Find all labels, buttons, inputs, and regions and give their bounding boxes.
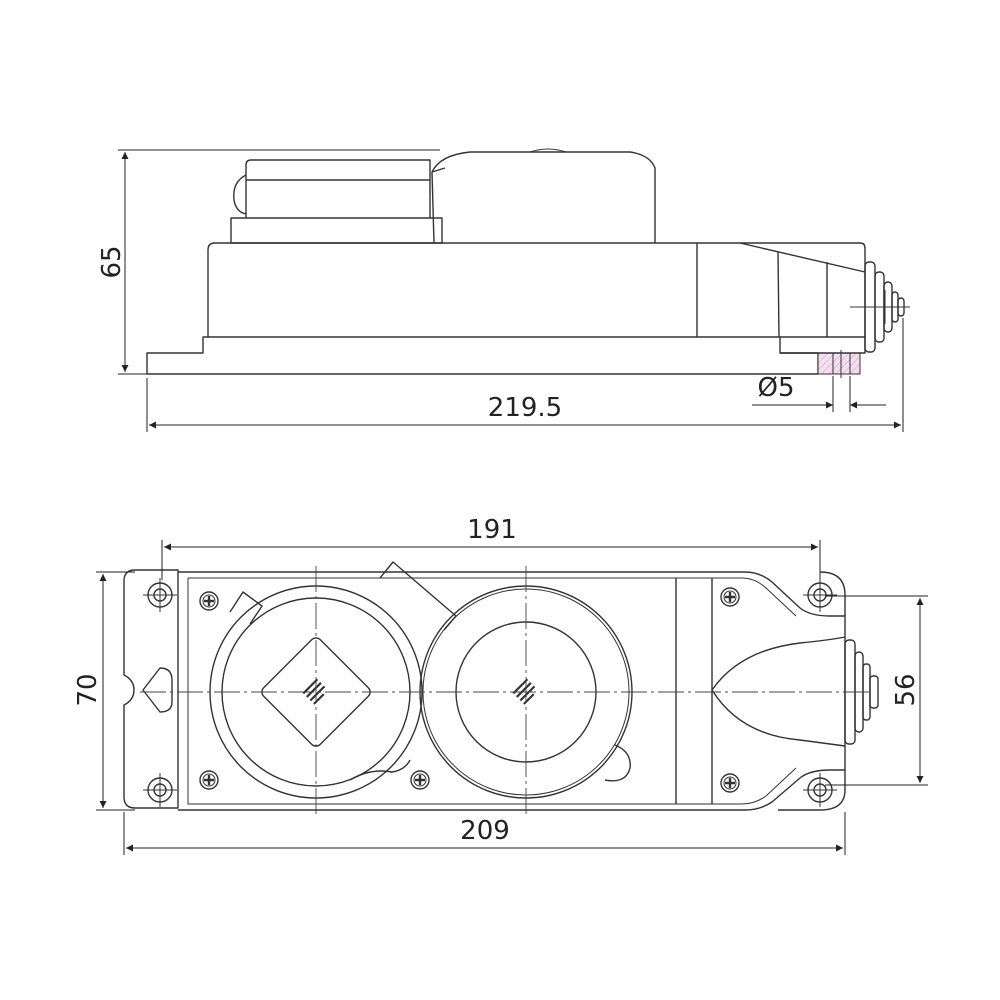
length-label: 219.5 — [488, 393, 562, 423]
left-socket-base — [230, 217, 443, 244]
right-plate-edge — [778, 571, 846, 811]
vertical-hole-spacing-label: 56 — [891, 673, 921, 706]
left-ear-notch — [142, 667, 173, 713]
brand-logo — [302, 678, 326, 705]
mounting-hole — [802, 577, 838, 613]
length-label-top: 209 — [460, 816, 510, 846]
cable-gland-side — [850, 261, 910, 353]
height-label: 65 — [97, 245, 127, 278]
top-view: 191 70 209 56 — [73, 515, 928, 855]
right-socket — [379, 561, 633, 799]
cable-entry-cone — [711, 636, 846, 747]
base-plate — [146, 336, 819, 375]
screw-icon — [719, 772, 741, 794]
mounting-hole — [802, 772, 838, 808]
hole-spacing-label: 191 — [467, 515, 517, 545]
left-socket-lid — [245, 159, 431, 218]
hatched-boss — [817, 352, 861, 375]
mounting-plate — [123, 569, 179, 809]
hole-diameter-label: Ø5 — [757, 373, 794, 403]
right-socket-lid — [431, 151, 656, 244]
side-view: 65 219.5 Ø5 — [97, 148, 910, 432]
housing — [178, 571, 846, 811]
mounting-hole — [142, 577, 178, 613]
body — [207, 242, 698, 337]
screw-icon — [719, 586, 741, 608]
connection-section — [697, 242, 866, 354]
screw-icon — [409, 769, 431, 791]
mounting-hole — [142, 772, 178, 808]
screw-icon — [198, 769, 220, 791]
width-label: 70 — [73, 673, 103, 706]
screw-icon — [198, 590, 220, 612]
